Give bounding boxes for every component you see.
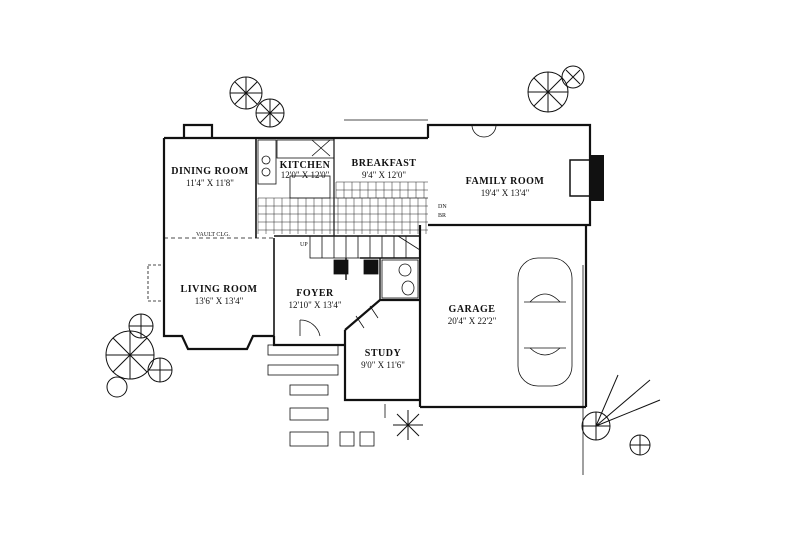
study-doors (355, 305, 379, 329)
kitchen-counter (257, 139, 335, 199)
tile-floor (257, 181, 428, 234)
fireplace (569, 155, 604, 201)
walkway (267, 344, 375, 447)
staircase (309, 235, 421, 259)
living-fireplace (147, 264, 165, 302)
tree-cluster-left (105, 313, 173, 398)
foyer-name: FOYER (296, 288, 334, 299)
study-dims: 9'0" X 11'6" (361, 360, 405, 370)
family-room-doors (471, 124, 497, 138)
foyer-dims: 12'10" X 13'4" (288, 300, 341, 310)
tree-top-left (229, 76, 285, 128)
tree-top-right (527, 65, 585, 113)
front-door (299, 319, 321, 337)
family-room-name: FAMILY ROOM (466, 176, 545, 187)
garage-dims: 20'4" X 22'2" (448, 316, 497, 326)
family-room-dims: 19'4" X 13'4" (481, 188, 530, 198)
powder-room (381, 259, 419, 299)
dining-room-name: DINING ROOM (171, 166, 249, 177)
kitchen-name: KITCHEN (280, 160, 331, 171)
br-label: BR (438, 213, 446, 219)
study-name: STUDY (365, 348, 402, 359)
living-room-dims: 13'6" X 13'4" (195, 296, 244, 306)
living-room-name: LIVING ROOM (181, 284, 258, 295)
tree-cluster-bottom-right (581, 374, 661, 456)
dining-room-dims: 11'4" X 11'8" (186, 178, 234, 188)
breakfast-dims: 9'4" X 12'0" (362, 170, 406, 180)
site-lines (344, 119, 584, 475)
garage-name: GARAGE (449, 304, 496, 315)
vault-ceiling-label: VAULT CLG. (196, 232, 230, 238)
up-label: UP (300, 242, 308, 248)
kitchen-dims: 12'0" X 12'0" (281, 170, 330, 180)
tree-bottom-center (393, 410, 423, 440)
car (517, 257, 573, 387)
dn-label: DN (438, 204, 447, 210)
breakfast-name: BREAKFAST (352, 158, 417, 169)
closet (333, 259, 379, 275)
